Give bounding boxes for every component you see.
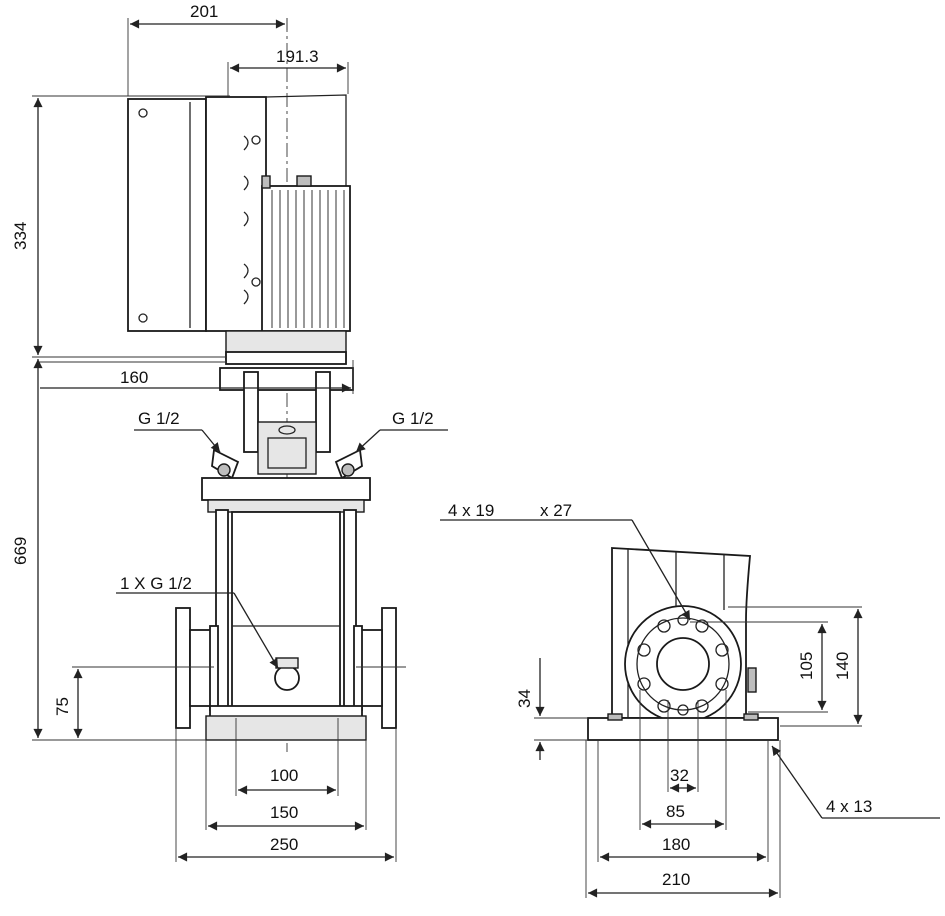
dim-105: 105 — [797, 652, 816, 680]
pump-base — [205, 715, 367, 741]
dim-75: 75 — [53, 697, 72, 716]
pump-head — [201, 477, 371, 501]
motor-top-housing — [265, 94, 347, 186]
base-plate-side — [587, 717, 779, 741]
dim-191-3: 191.3 — [276, 47, 319, 66]
vent-right-label: G 1/2 — [392, 409, 434, 428]
vent-left-label: G 1/2 — [138, 409, 180, 428]
dim-140: 140 — [833, 652, 852, 680]
lifting-eye — [296, 175, 312, 187]
foot-holes-label: 4 x 13 — [826, 797, 872, 816]
dim-250: 250 — [270, 835, 298, 854]
dim-32: 32 — [670, 766, 689, 785]
flange-side-view: 4 x 19 x 27 105 140 34 32 85 180 — [440, 501, 940, 898]
dim-334: 334 — [11, 222, 30, 250]
dim-34: 34 — [515, 689, 534, 708]
dim-180: 180 — [662, 835, 690, 854]
dim-210: 210 — [662, 870, 690, 889]
cable-glands — [243, 135, 249, 305]
drain-plug — [274, 665, 300, 691]
outlet-flange — [381, 607, 397, 729]
screw-icon — [138, 108, 148, 118]
flange-bore — [656, 637, 710, 691]
flange-bolt-holes — [637, 614, 729, 716]
terminal-box — [127, 98, 207, 332]
motor-cooling-fins — [261, 185, 351, 332]
coupling-leg — [315, 371, 331, 453]
motor-housing — [205, 96, 267, 332]
screw-icon — [138, 313, 148, 323]
dim-201: 201 — [190, 2, 218, 21]
pump-front-view: 201 191.3 334 669 160 G 1/2 G 1/2 1 X G … — [11, 2, 448, 862]
dim-85: 85 — [666, 802, 685, 821]
flange-holes-depth-label: x 27 — [540, 501, 572, 520]
flange-holes-label: 4 x 19 — [448, 501, 494, 520]
coupling-leg — [243, 371, 259, 453]
drain-label: 1 X G 1/2 — [120, 574, 192, 593]
dim-100: 100 — [270, 766, 298, 785]
coupling-guard — [257, 421, 317, 475]
inlet-flange — [175, 607, 191, 729]
dim-669: 669 — [11, 537, 30, 565]
dim-160: 160 — [120, 368, 148, 387]
coupling-flange — [219, 367, 354, 391]
dim-150: 150 — [270, 803, 298, 822]
